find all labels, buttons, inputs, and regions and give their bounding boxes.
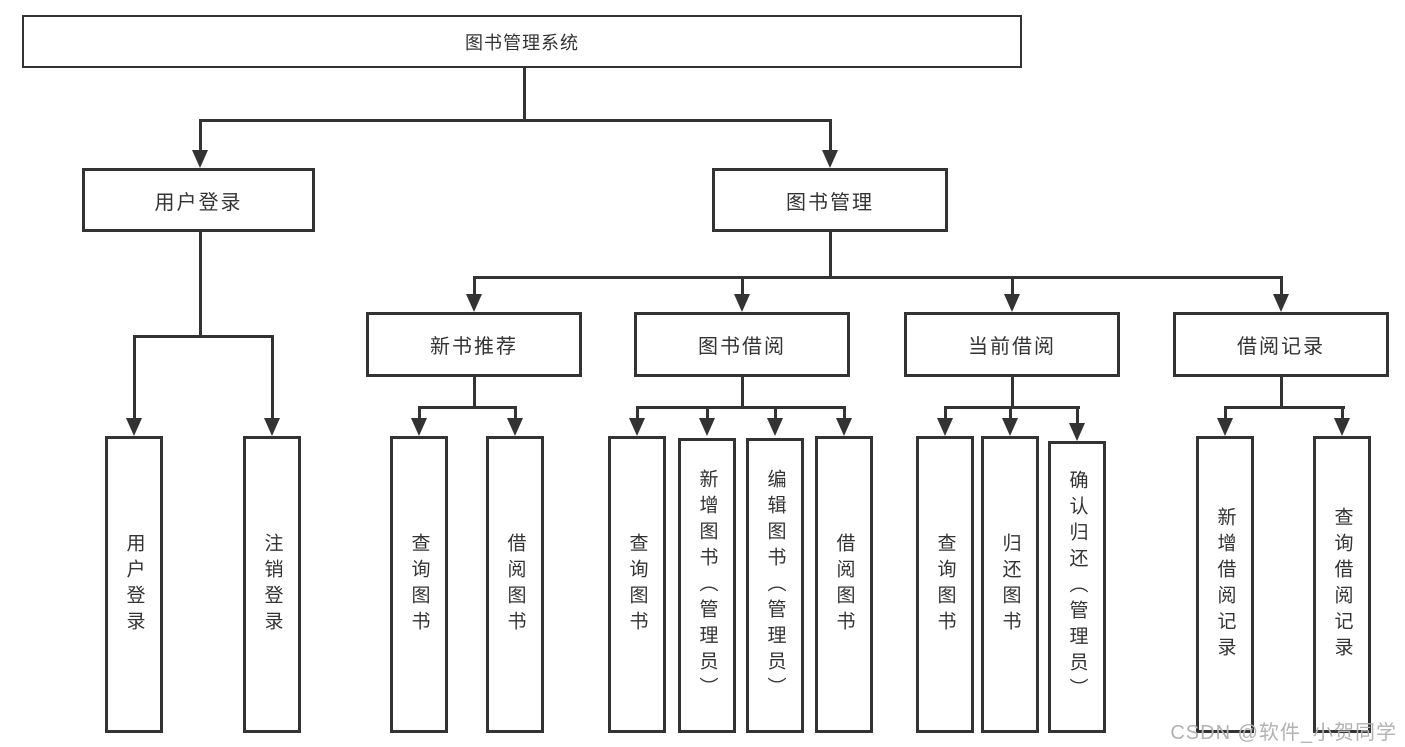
node-root: 图书管理系统: [22, 15, 1022, 68]
arrow-leaf-login: [126, 418, 142, 436]
arrow-currentborrow: [1004, 294, 1020, 312]
connector-currentborrow-bar: [943, 406, 1080, 409]
connector-bookmgmt-drop: [828, 232, 832, 276]
leaf-borrow-books-1: 借阅图书: [486, 436, 544, 733]
arrow-query2: [629, 418, 645, 436]
connector-shaft-addbook: [705, 406, 709, 419]
connector-bookborrow-bar: [635, 406, 846, 409]
connector-records-drop: [1279, 377, 1283, 406]
arrow-addrecord: [1217, 418, 1233, 436]
connector-shaft-borrow2: [842, 406, 846, 419]
leaf-confirm-return-admin: 确认归还（管理员）: [1048, 441, 1106, 733]
leaf-query-borrow-record: 查询借阅记录: [1313, 436, 1371, 733]
arrow-book-mgmt: [822, 150, 838, 168]
node-new-book-recommend: 新书推荐: [366, 312, 582, 377]
connector-shaft-bookborrow: [740, 276, 744, 295]
connector-shaft-query1: [417, 406, 421, 419]
arrow-addbook: [699, 418, 715, 436]
connector-userlogin-drop: [198, 232, 202, 335]
arrow-user-login: [192, 150, 208, 168]
node-borrow-records: 借阅记录: [1173, 312, 1389, 377]
connector-shaft-records: [1279, 276, 1283, 295]
arrow-queryrecord: [1334, 418, 1350, 436]
leaf-add-book-admin: 新增图书（管理员）: [678, 438, 736, 733]
connector-shaft-leaf-login: [132, 335, 136, 419]
connector-shaft-leaf-logout: [270, 335, 274, 419]
connector-userlogin-bar: [132, 335, 274, 338]
arrow-borrow2: [836, 418, 852, 436]
leaf-query-books-2: 查询图书: [608, 436, 666, 733]
node-current-borrow: 当前借阅: [904, 312, 1120, 377]
connector-shaft-editbook: [773, 406, 777, 419]
node-book-borrow: 图书借阅: [634, 312, 850, 377]
connector-shaft-currentborrow: [1010, 276, 1014, 295]
connector-shaft-return: [1008, 406, 1012, 419]
arrow-borrow1: [507, 418, 523, 436]
leaf-query-books-1: 查询图书: [390, 436, 448, 733]
leaf-logout: 注销登录: [243, 436, 301, 733]
connector-shaft-query3: [943, 406, 947, 419]
arrow-query3: [937, 418, 953, 436]
leaf-add-borrow-record: 新增借阅记录: [1196, 436, 1254, 733]
arrow-leaf-logout: [264, 418, 280, 436]
connector-root-drop: [522, 68, 526, 119]
connector-records-bar: [1223, 406, 1345, 409]
arrow-return: [1002, 418, 1018, 436]
connector-shaft-newbook: [472, 276, 476, 295]
connector-bookborrow-drop: [740, 377, 744, 406]
connector-newbook-drop: [472, 377, 476, 406]
watermark-text: CSDN @软件_小贺同学: [1170, 722, 1397, 744]
node-user-login: 用户登录: [82, 168, 315, 232]
connector-shaft-borrow1: [513, 406, 517, 419]
arrow-records: [1273, 294, 1289, 312]
connector-shaft-query2: [635, 406, 639, 419]
connector-shaft-user-login: [198, 119, 202, 151]
connector-currentborrow-drop: [1010, 377, 1014, 406]
connector-shaft-confirm: [1075, 406, 1079, 424]
arrow-bookborrow: [734, 294, 750, 312]
connector-shaft-addrecord: [1223, 406, 1227, 419]
connector-level2-bar: [472, 276, 1283, 279]
connector-shaft-queryrecord: [1340, 406, 1344, 419]
leaf-user-login: 用户登录: [105, 436, 163, 733]
arrow-newbook: [466, 294, 482, 312]
leaf-borrow-books-2: 借阅图书: [815, 436, 873, 733]
connector-root-bar: [198, 119, 832, 122]
arrow-query1: [411, 418, 427, 436]
node-book-management: 图书管理: [712, 168, 948, 232]
leaf-return-book: 归还图书: [981, 436, 1039, 733]
connector-newbook-bar: [417, 406, 517, 409]
leaf-query-books-3: 查询图书: [916, 436, 974, 733]
connector-shaft-book-mgmt: [828, 119, 832, 151]
arrow-editbook: [767, 418, 783, 436]
arrow-confirm: [1069, 423, 1085, 441]
leaf-edit-book-admin: 编辑图书（管理员）: [746, 438, 804, 733]
